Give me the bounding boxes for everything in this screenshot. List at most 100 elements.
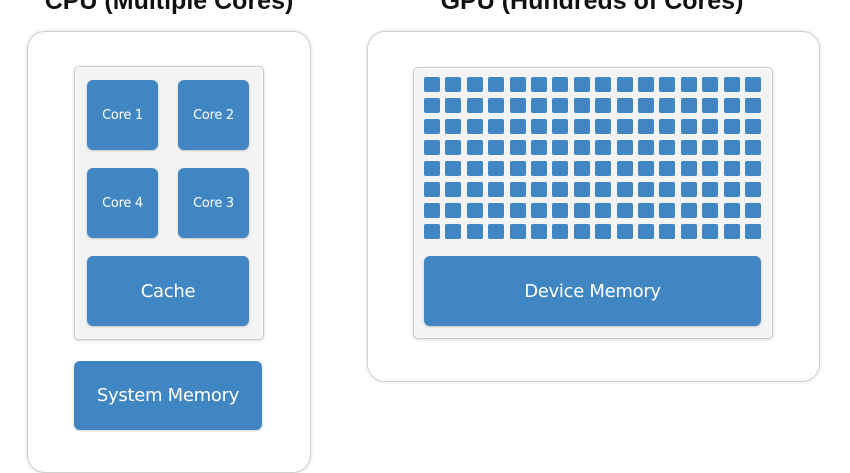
system-memory: System Memory (74, 361, 262, 430)
gpu-core (595, 119, 611, 134)
gpu-heading: GPU (Hundreds of Cores) (440, 0, 744, 15)
gpu-core (745, 161, 761, 176)
gpu-core (424, 182, 440, 197)
gpu-core (681, 119, 697, 134)
gpu-core (510, 77, 526, 92)
gpu-core (659, 182, 675, 197)
gpu-core (745, 182, 761, 197)
gpu-core (510, 98, 526, 113)
gpu-core (552, 119, 568, 134)
gpu-core (745, 119, 761, 134)
gpu-core (659, 98, 675, 113)
gpu-core (424, 77, 440, 92)
gpu-core (424, 119, 440, 134)
gpu-core (424, 140, 440, 155)
gpu-core (445, 161, 461, 176)
gpu-core (531, 161, 547, 176)
gpu-core (467, 224, 483, 239)
gpu-core (617, 98, 633, 113)
gpu-core (488, 203, 504, 218)
gpu-core (488, 119, 504, 134)
gpu-core (574, 203, 590, 218)
gpu-core (574, 224, 590, 239)
gpu-core (681, 140, 697, 155)
gpu-core (617, 140, 633, 155)
gpu-core (681, 182, 697, 197)
gpu-core (638, 224, 654, 239)
gpu-core (702, 140, 718, 155)
gpu-core (617, 77, 633, 92)
gpu-core (702, 161, 718, 176)
cpu-core-2: Core 2 (178, 80, 249, 150)
gpu-core (638, 161, 654, 176)
gpu-core (488, 224, 504, 239)
gpu-core (681, 98, 697, 113)
gpu-core (595, 203, 611, 218)
gpu-core (424, 98, 440, 113)
gpu-core (595, 77, 611, 92)
gpu-core (424, 161, 440, 176)
gpu-core (702, 182, 718, 197)
gpu-core (488, 77, 504, 92)
gpu-core (659, 119, 675, 134)
gpu-core (595, 182, 611, 197)
gpu-core (595, 224, 611, 239)
gpu-core (724, 98, 740, 113)
gpu-core (552, 140, 568, 155)
gpu-core (531, 182, 547, 197)
gpu-core (552, 77, 568, 92)
gpu-core (724, 161, 740, 176)
gpu-core (510, 182, 526, 197)
gpu-core (702, 203, 718, 218)
gpu-core (531, 140, 547, 155)
gpu-core (617, 161, 633, 176)
gpu-core (724, 182, 740, 197)
gpu-core (659, 224, 675, 239)
gpu-core (467, 203, 483, 218)
gpu-core (617, 119, 633, 134)
gpu-core (531, 203, 547, 218)
gpu-core (552, 203, 568, 218)
gpu-core (445, 98, 461, 113)
gpu-core (467, 182, 483, 197)
gpu-core (467, 77, 483, 92)
gpu-core (638, 140, 654, 155)
gpu-core (638, 182, 654, 197)
gpu-core (424, 224, 440, 239)
gpu-core (552, 98, 568, 113)
gpu-core (510, 224, 526, 239)
gpu-core (617, 224, 633, 239)
gpu-core (724, 140, 740, 155)
gpu-core (681, 224, 697, 239)
gpu-core (745, 203, 761, 218)
gpu-core (595, 161, 611, 176)
gpu-core (531, 98, 547, 113)
gpu-core (510, 119, 526, 134)
gpu-core (488, 140, 504, 155)
gpu-core (488, 182, 504, 197)
gpu-core (531, 77, 547, 92)
gpu-core (659, 161, 675, 176)
cpu-core-4: Core 4 (87, 168, 158, 238)
gpu-core (552, 182, 568, 197)
gpu-core (445, 77, 461, 92)
cpu-cache: Cache (87, 256, 249, 326)
gpu-core (702, 98, 718, 113)
gpu-core (702, 224, 718, 239)
gpu-core (702, 119, 718, 134)
gpu-core (659, 140, 675, 155)
cpu-heading: CPU (Multiple Cores) (44, 0, 294, 15)
gpu-core (745, 77, 761, 92)
gpu-core (467, 98, 483, 113)
gpu-core (552, 161, 568, 176)
device-memory: Device Memory (424, 256, 761, 326)
gpu-core (745, 140, 761, 155)
gpu-core (681, 77, 697, 92)
gpu-core (617, 203, 633, 218)
gpu-core (445, 182, 461, 197)
gpu-core (424, 203, 440, 218)
gpu-core (488, 98, 504, 113)
gpu-core (445, 224, 461, 239)
gpu-core (510, 161, 526, 176)
gpu-core (574, 161, 590, 176)
